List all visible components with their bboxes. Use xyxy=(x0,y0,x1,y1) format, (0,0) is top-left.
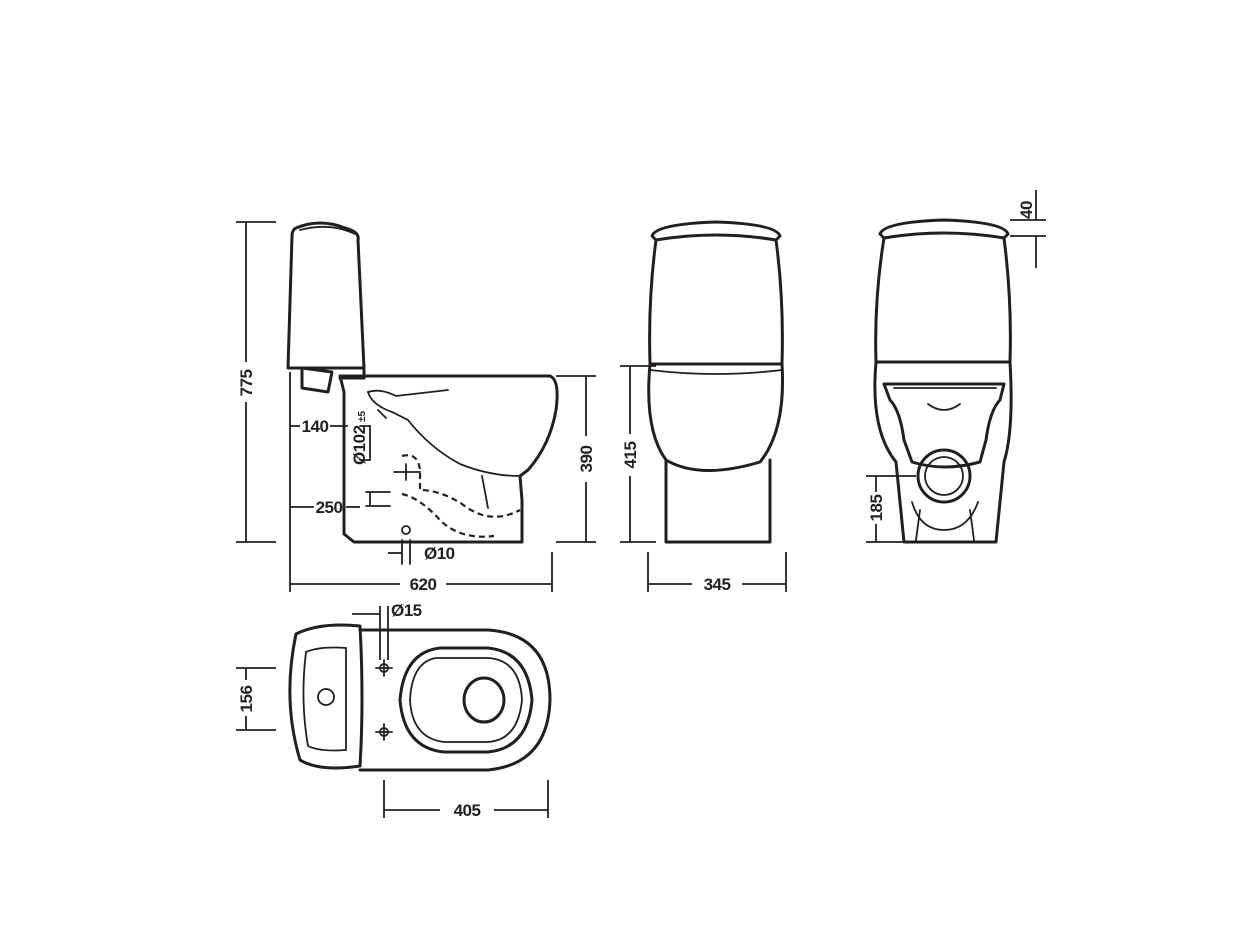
dim-hole-diameter: Ø15 xyxy=(391,601,422,620)
front-bowl xyxy=(647,362,784,472)
top-view: Ø15 156 405 xyxy=(236,601,552,820)
dim-seat-height: 415 xyxy=(621,442,640,469)
rear-lid xyxy=(878,218,1010,240)
dim-height-total: 775 xyxy=(237,370,256,397)
dim-bolt-to-front: 405 xyxy=(454,801,481,820)
rear-outlet xyxy=(916,448,972,504)
front-cistern xyxy=(648,238,784,366)
top-cistern xyxy=(288,623,364,770)
side-view: 775 140 250 Ø102 ±5 Ø10 390 620 xyxy=(236,221,596,594)
front-view: 415 345 xyxy=(620,220,787,594)
dim-length-total: 620 xyxy=(410,575,437,594)
top-bowl xyxy=(358,628,552,772)
rear-cistern xyxy=(874,236,1012,364)
side-flush-bracket xyxy=(300,366,334,394)
dim-outlet-height: 140 xyxy=(302,417,329,436)
dim-lid-height: 40 xyxy=(1017,201,1036,219)
dim-outlet-diameter: Ø102 xyxy=(350,425,369,465)
side-outlet-dashed xyxy=(401,454,521,518)
dim-floor-outlet-height: 250 xyxy=(316,498,343,517)
dim-rear-outlet-height: 185 xyxy=(867,495,886,522)
top-flush-button xyxy=(317,688,335,706)
dim-outlet-tolerance: ±5 xyxy=(357,411,368,422)
side-bowl xyxy=(338,374,559,544)
front-pedestal xyxy=(664,458,772,544)
rear-view: 40 185 xyxy=(866,190,1046,544)
front-lid xyxy=(650,220,782,242)
dim-bowl-height: 390 xyxy=(577,446,596,473)
top-bowl-drain xyxy=(462,676,506,724)
dim-hole-spacing: 156 xyxy=(237,686,256,713)
rear-body xyxy=(873,360,1013,544)
dim-width: 345 xyxy=(704,575,731,594)
dim-bolt-diameter: Ø10 xyxy=(424,544,455,563)
side-cistern xyxy=(286,221,366,370)
